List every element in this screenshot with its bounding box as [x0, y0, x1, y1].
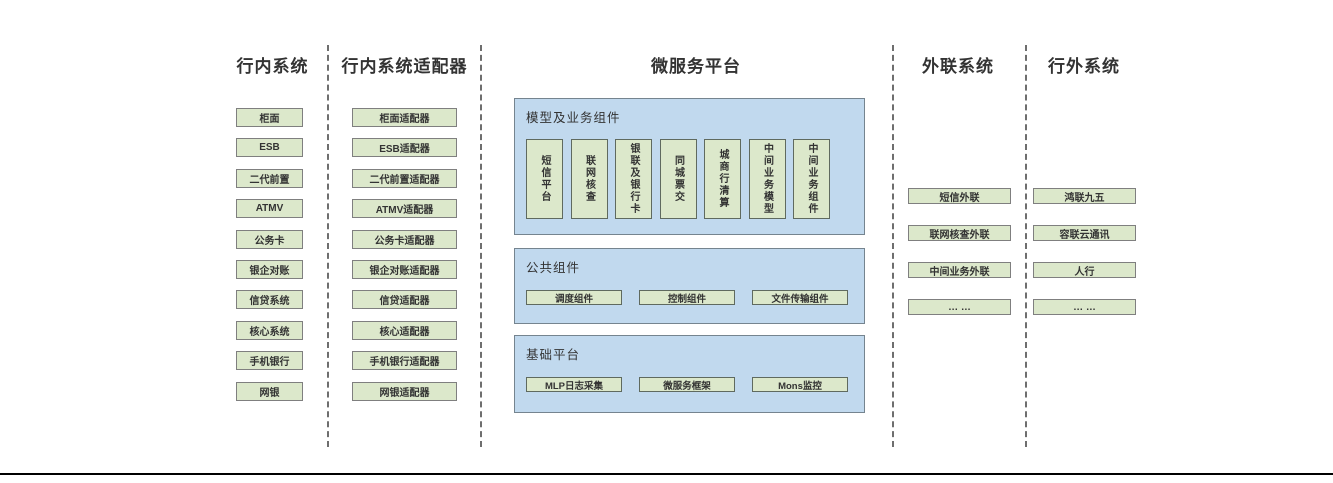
adapter-box: 网银适配器	[352, 381, 457, 401]
external-box: … …	[1033, 299, 1136, 315]
header-outreach-systems: 外联系统	[922, 57, 994, 76]
component-box: 银联及银行卡	[615, 139, 652, 219]
panel-model-business-components: 模型及业务组件 短信平台联网核查银联及银行卡同城票交城商行清算中间业务模型中间业…	[514, 98, 865, 235]
panel-common-components: 公共组件 调度组件 控制组件 文件传输组件	[514, 248, 865, 324]
bottom-divider	[0, 473, 1333, 475]
component-box: 短信平台	[526, 139, 563, 219]
external-box: 容联云通讯	[1033, 225, 1136, 241]
adapter-box: 二代前置适配器	[352, 168, 457, 188]
adapter-box: ESB适配器	[352, 138, 457, 158]
adapter-box: ATMV适配器	[352, 199, 457, 219]
system-box: 核心系统	[236, 320, 303, 340]
system-box: 信贷系统	[236, 290, 303, 310]
outreach-box: 短信外联	[908, 188, 1011, 204]
component-box: 文件传输组件	[752, 290, 848, 305]
system-box: 公务卡	[236, 229, 303, 249]
system-box: ESB	[236, 138, 303, 158]
component-box: MLP日志采集	[526, 377, 622, 392]
system-box: 手机银行	[236, 351, 303, 371]
model-components-row: 短信平台联网核查银联及银行卡同城票交城商行清算中间业务模型中间业务组件	[526, 139, 830, 219]
component-box: Mons监控	[752, 377, 848, 392]
system-box: 二代前置	[236, 168, 303, 188]
header-internal-adapters: 行内系统适配器	[341, 57, 468, 76]
panel-title: 公共组件	[526, 261, 581, 275]
external-systems-list: 鸿联九五容联云通讯人行 … …	[1033, 188, 1136, 315]
adapter-box: 公务卡适配器	[352, 229, 457, 249]
component-box: 中间业务模型	[748, 139, 786, 219]
outreach-box: 中间业务外联	[908, 262, 1011, 278]
panel-base-platform: 基础平台 MLP日志采集 微服务框架 Mons监控	[514, 335, 865, 413]
component-box: 联网核查	[570, 139, 608, 219]
outreach-box: 联网核查外联	[908, 225, 1011, 241]
column-separator	[1025, 45, 1027, 447]
outreach-systems-list: 短信外联联网核查外联中间业务外联 … …	[908, 188, 1011, 315]
system-box: 网银	[236, 381, 303, 401]
adapter-box: 柜面适配器	[352, 108, 457, 127]
adapter-box: 银企对账适配器	[352, 259, 457, 279]
column-separator	[892, 45, 894, 447]
common-components-row: 调度组件 控制组件 文件传输组件	[526, 290, 848, 305]
header-internal-systems: 行内系统	[236, 57, 309, 76]
component-box: 控制组件	[639, 290, 735, 305]
system-box: 银企对账	[236, 259, 303, 279]
adapter-box: 核心适配器	[352, 320, 457, 340]
header-external-systems: 行外系统	[1048, 57, 1120, 76]
adapter-box: 信贷适配器	[352, 290, 457, 310]
external-box: 人行	[1033, 262, 1136, 278]
component-box: 微服务框架	[639, 377, 735, 392]
outreach-box: … …	[908, 299, 1011, 315]
base-platform-row: MLP日志采集 微服务框架 Mons监控	[526, 377, 848, 392]
column-separator	[480, 45, 482, 447]
component-box: 同城票交	[659, 139, 697, 219]
internal-adapters-list: 柜面适配器 ESB适配器二代前置适配器 ATMV适配器公务卡适配器银企对账适配器信贷…	[352, 108, 457, 401]
adapter-box: 手机银行适配器	[352, 351, 457, 371]
panel-title: 基础平台	[526, 348, 581, 362]
internal-systems-list: 柜面 ESB 二代前置 ATMV 公务卡银企对账信贷系统核心系统手机银行网银	[236, 108, 303, 401]
header-microservice-platform: 微服务平台	[651, 57, 741, 76]
column-separator	[327, 45, 329, 447]
component-box: 调度组件	[526, 290, 622, 305]
component-box: 中间业务组件	[793, 139, 830, 219]
system-box: ATMV	[236, 199, 303, 219]
external-box: 鸿联九五	[1033, 188, 1136, 204]
system-box: 柜面	[236, 108, 303, 127]
panel-title: 模型及业务组件	[526, 111, 621, 125]
component-box: 城商行清算	[704, 139, 741, 219]
